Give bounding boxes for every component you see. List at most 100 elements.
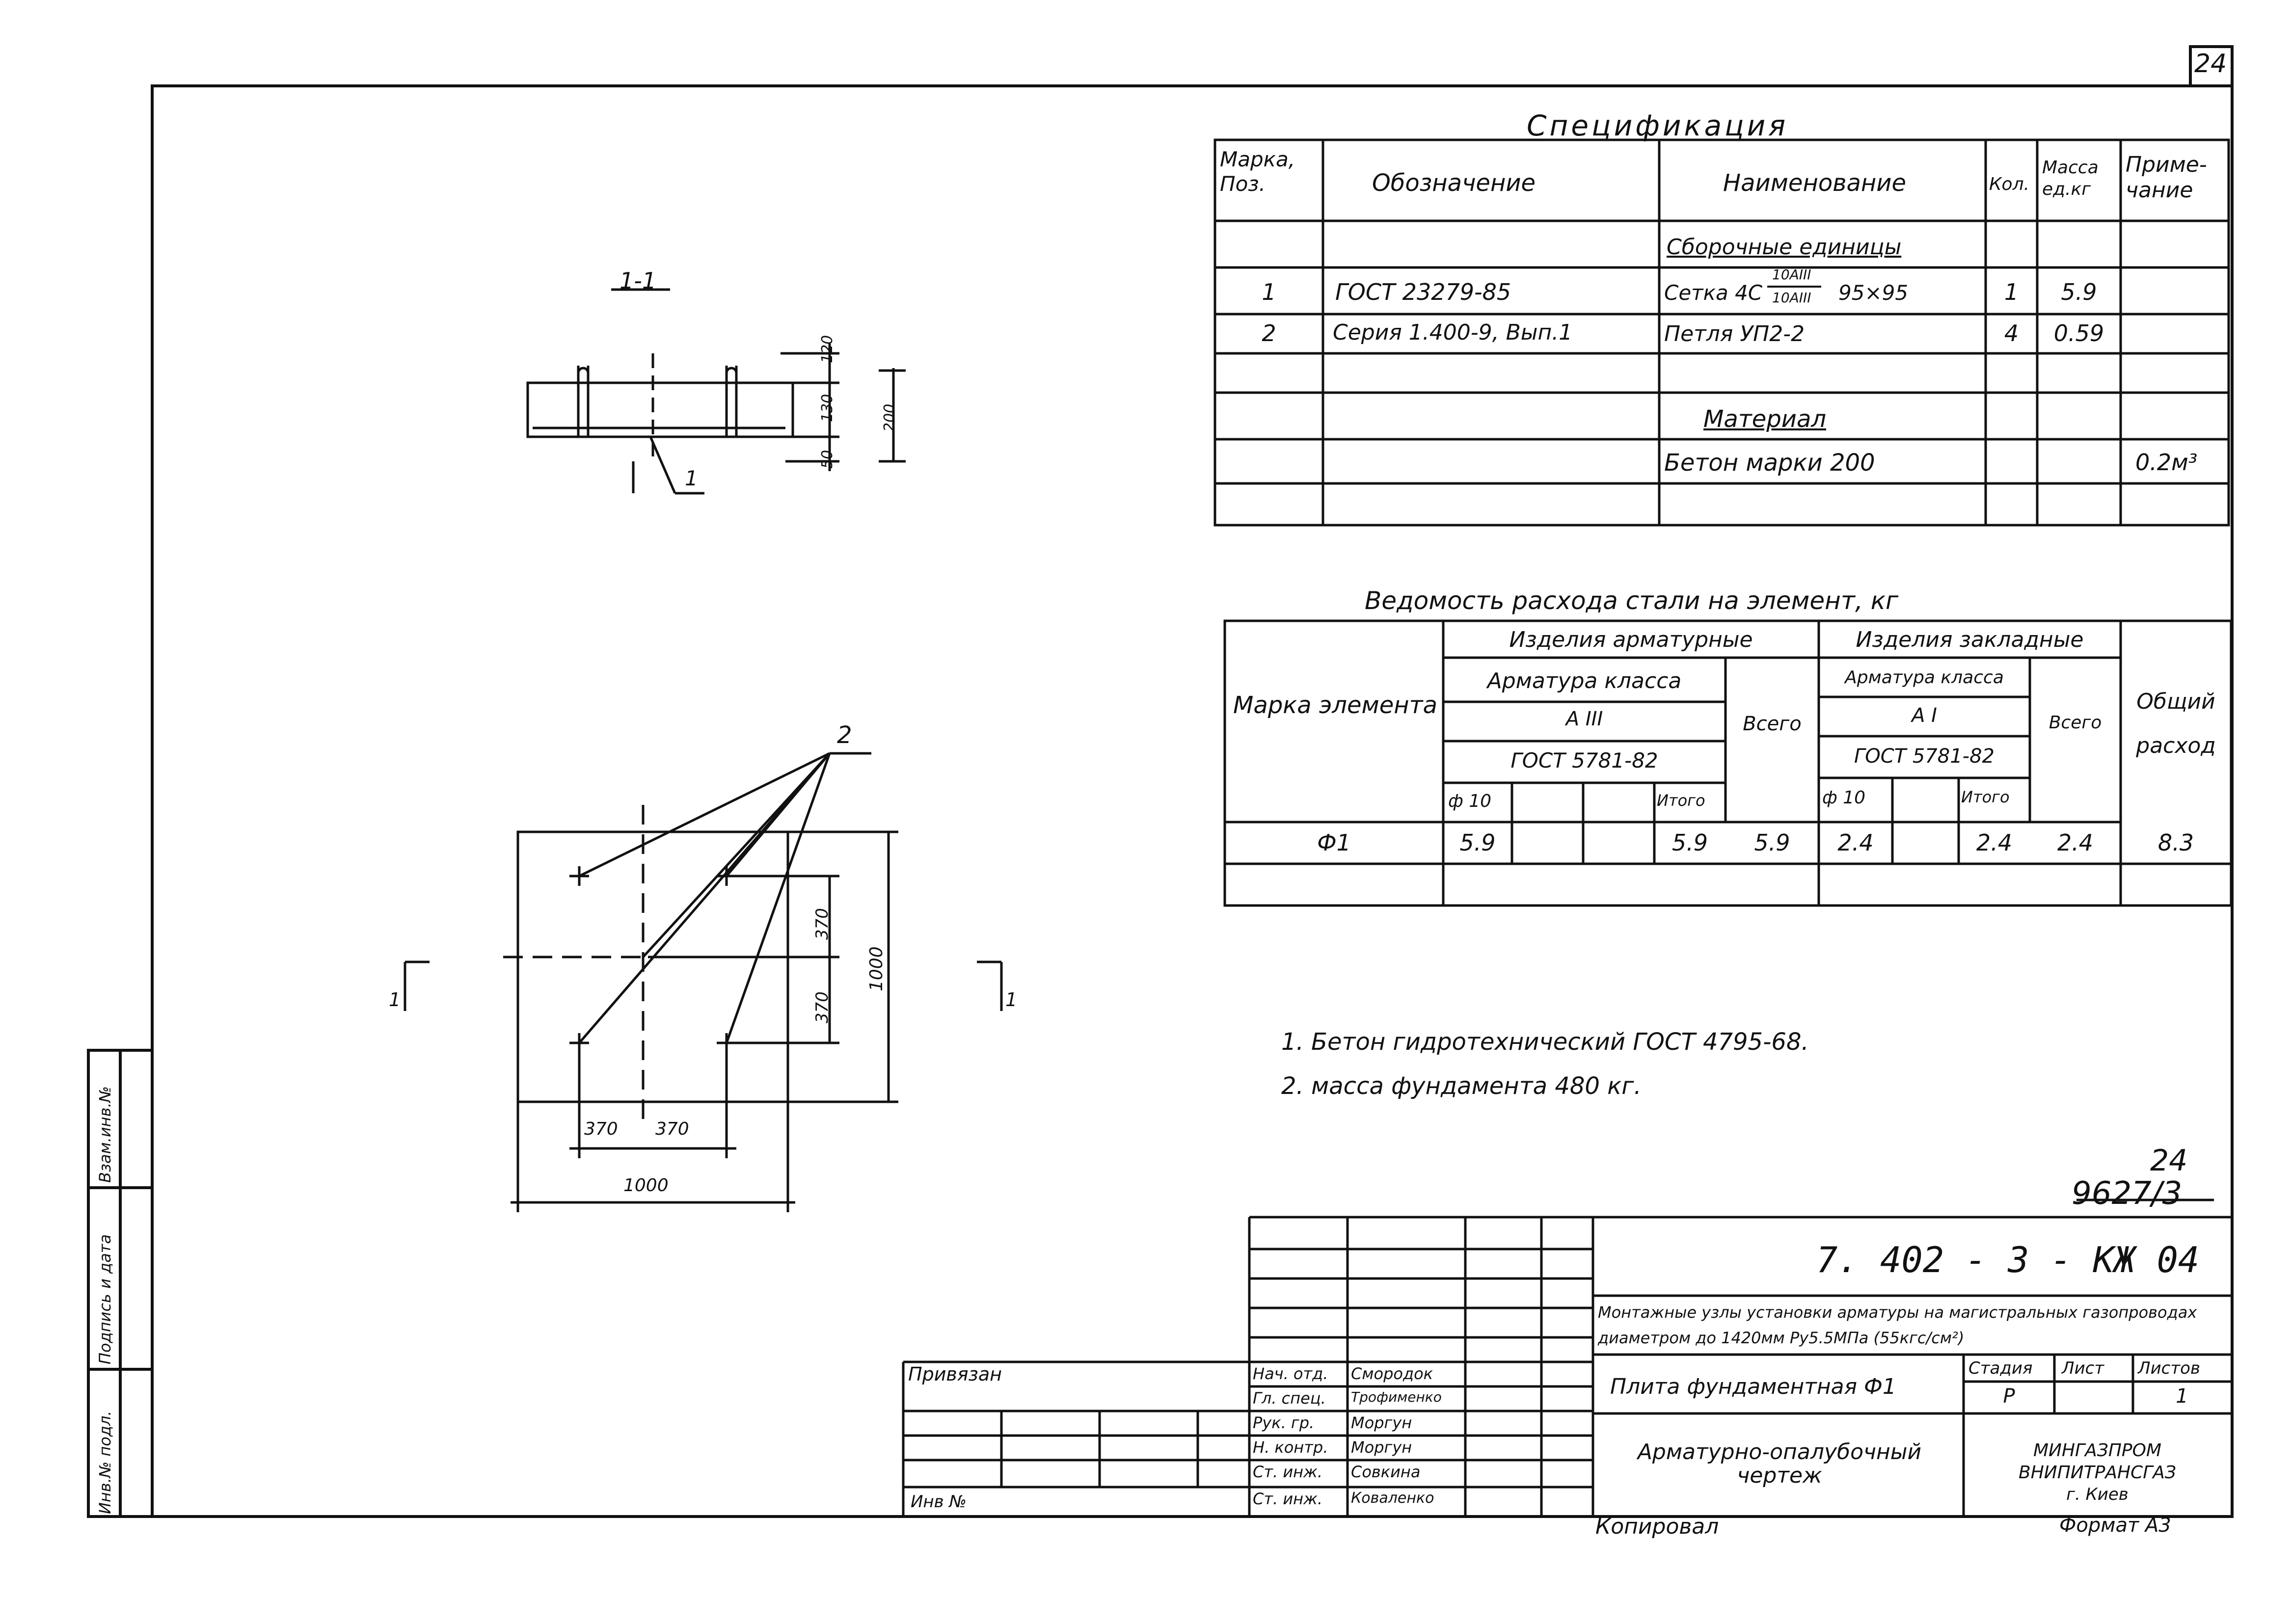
spec-row1-pos: 1 xyxy=(1262,279,1276,305)
steel-gost1: ГОСТ 5781-82 xyxy=(1510,748,1658,772)
steel-itogo1: Итого xyxy=(1657,791,1705,810)
role-5: Ст. инж. xyxy=(1253,1463,1323,1481)
spec-row2-qty: 4 xyxy=(2004,320,2019,346)
steel-gost2: ГОСТ 5781-82 xyxy=(1854,745,1995,768)
dim-plan-370-a: 370 xyxy=(584,1119,618,1139)
role-2: Гл. спец. xyxy=(1253,1389,1326,1408)
spec-header-note: Приме- чание xyxy=(2126,152,2207,203)
steel-title: Ведомость расхода стали на элемент, кг xyxy=(1365,586,1899,615)
spec-row2-designation: Серия 1.400-9, Вып.1 xyxy=(1333,320,1573,345)
steel-group2: Изделия закладные xyxy=(1856,627,2084,652)
side-label-vzam: Взам.инв.№ xyxy=(96,1086,114,1183)
stamp-stage-label: Стадия xyxy=(1968,1358,2033,1378)
stamp-org-1: МИНГАЗПРОМ xyxy=(2033,1440,2161,1461)
spec-header-designation: Обозначение xyxy=(1372,169,1536,197)
stamp-project-title: Монтажные узлы установки арматуры на маг… xyxy=(1598,1303,2197,1347)
role-6-name: Коваленко xyxy=(1351,1490,1434,1507)
dim-50: 50 xyxy=(819,450,836,469)
stamp-doc-code: 7. 402 - 3 - КЖ 04 xyxy=(1816,1239,2200,1280)
dim-200: 200 xyxy=(881,403,898,432)
stamp-drawing-title: Арматурно-опалубочный чертеж xyxy=(1637,1439,1922,1488)
spec-section-material: Материал xyxy=(1703,405,1827,433)
steel-row-general: 8.3 xyxy=(2157,829,2194,856)
leader-label-1: 1 xyxy=(685,466,698,490)
steel-row-mark: Ф1 xyxy=(1317,829,1351,856)
dim-120: 120 xyxy=(819,335,836,363)
role-1-name: Смородок xyxy=(1351,1364,1433,1383)
section-label: 1-1 xyxy=(620,267,657,294)
side-label-sign: Подпись и дата xyxy=(96,1234,114,1364)
spec-row1-mass: 5.9 xyxy=(2061,279,2097,305)
spec-row1-frac-bottom: 10АIII xyxy=(1772,290,1811,306)
steel-row-b-itogo: 2.4 xyxy=(1976,829,2013,856)
steel-general: Общий расход xyxy=(2136,689,2216,758)
steel-class1-label: Арматура класса xyxy=(1487,668,1682,693)
spec-header-mass: Масса ед.кг xyxy=(2042,158,2099,199)
spec-row1-frac-top: 10АIII xyxy=(1772,266,1811,283)
cut-label-right: 1 xyxy=(1005,989,1018,1011)
spec-row1-designation: ГОСТ 23279-85 xyxy=(1335,279,1511,305)
steel-class2: А I xyxy=(1912,704,1937,727)
sheet-number: 24 xyxy=(2194,49,2227,79)
spec-row1-qty: 1 xyxy=(2004,279,2019,305)
dim-plan-370-b: 370 xyxy=(655,1119,689,1139)
spec-header-name: Наименование xyxy=(1723,169,1907,197)
stamp-format: Формат А3 xyxy=(2059,1514,2171,1537)
spec-row2-name: Петля УП2-2 xyxy=(1664,321,1805,346)
spec-row2-pos: 2 xyxy=(1262,320,1276,346)
steel-phi2: ф 10 xyxy=(1822,788,1866,808)
spec-row1-size: 95×95 xyxy=(1838,281,1909,305)
dim-plan-370-c: 370 xyxy=(812,908,832,940)
steel-itogo2: Итого xyxy=(1961,788,2010,806)
spec-material-name: Бетон марки 200 xyxy=(1664,449,1875,477)
stamp-org-3: г. Киев xyxy=(2066,1485,2129,1504)
steel-total2: Всего xyxy=(2048,713,2102,733)
spec-row2-mass: 0.59 xyxy=(2053,320,2104,346)
side-label-inv: Инв.№ подл. xyxy=(96,1411,114,1514)
steel-row-a-itogo: 5.9 xyxy=(1671,829,1708,856)
spec-title: Спецификация xyxy=(1527,109,1789,142)
stamp-org-2: ВНИПИТРАНСГАЗ xyxy=(2019,1463,2176,1483)
dim-130: 130 xyxy=(819,394,836,422)
role-3-name: Моргун xyxy=(1351,1413,1412,1432)
role-4: Н. контр. xyxy=(1253,1438,1328,1457)
steel-phi1: ф 10 xyxy=(1448,791,1492,811)
stamp-copied: Копировал xyxy=(1595,1514,1719,1539)
stamp-sheets: 1 xyxy=(2176,1385,2188,1408)
steel-mark-label: Марка элемента xyxy=(1233,692,1437,719)
spec-row1-name: Сетка 4С xyxy=(1664,281,1763,305)
dim-plan-1000-h: 1000 xyxy=(623,1175,669,1196)
stamp-stage: Р xyxy=(2003,1385,2015,1408)
cut-label-left: 1 xyxy=(389,989,401,1011)
spec-row1-frac-bar xyxy=(1767,286,1821,288)
stamp-sheet-label: Лист xyxy=(2062,1358,2104,1378)
steel-row-b-total: 2.4 xyxy=(2057,829,2094,856)
spec-section-assembly: Сборочные единицы xyxy=(1667,235,1902,260)
stamp-privyazan: Привязан xyxy=(908,1363,1002,1385)
role-1: Нач. отд. xyxy=(1253,1364,1328,1383)
spec-header-mark: Марка, Поз. xyxy=(1220,147,1295,196)
role-5-name: Совкина xyxy=(1351,1463,1421,1481)
steel-row-a1: 5.9 xyxy=(1459,829,1496,856)
spec-material-note: 0.2м³ xyxy=(2135,449,2198,476)
steel-class2-label: Арматура класса xyxy=(1845,667,2004,688)
role-2-name: Трофименко xyxy=(1351,1389,1442,1405)
stamp-inv: Инв № xyxy=(911,1492,967,1512)
role-4-name: Моргун xyxy=(1351,1438,1412,1457)
role-6: Ст. инж. xyxy=(1253,1490,1323,1508)
steel-class1: А III xyxy=(1565,708,1603,730)
dim-plan-1000-v: 1000 xyxy=(866,946,887,991)
spec-header-qty: Кол. xyxy=(1989,174,2030,194)
note-2: 2. масса фундамента 480 кг. xyxy=(1281,1072,1642,1100)
steel-row-a-total: 5.9 xyxy=(1754,829,1790,856)
stamp-sheet-code: 9627/3 xyxy=(2072,1175,2183,1212)
stamp-sheets-label: Листов xyxy=(2138,1358,2201,1378)
steel-group1: Изделия арматурные xyxy=(1509,627,1753,652)
stamp-sheet-code-top: 24 xyxy=(2150,1144,2188,1178)
role-3: Рук. гр. xyxy=(1253,1413,1315,1432)
dim-plan-370-d: 370 xyxy=(812,991,832,1023)
leader-label-2: 2 xyxy=(837,721,852,749)
steel-total1: Всего xyxy=(1743,713,1802,735)
note-1: 1. Бетон гидротехнический ГОСТ 4795-68. xyxy=(1281,1028,1809,1056)
